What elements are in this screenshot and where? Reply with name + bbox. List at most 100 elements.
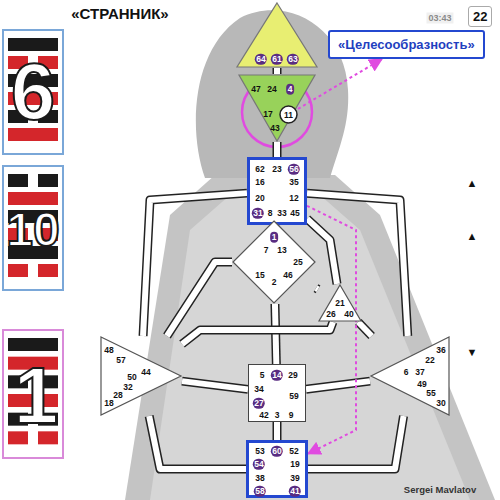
- gate-number: 24: [267, 85, 276, 94]
- throat-center: 622356163520123183345: [247, 157, 307, 225]
- channel-outline: [316, 288, 318, 289]
- hexagram-line: [38, 174, 58, 187]
- gate-number: 39: [290, 474, 299, 483]
- channel-outline: [149, 416, 246, 469]
- gate-number: 36: [436, 346, 445, 355]
- hexagram-line: [8, 174, 28, 187]
- channel-fill: [182, 322, 333, 344]
- gate-number: 64: [255, 54, 267, 65]
- channel-outline: [143, 193, 247, 336]
- channel-fill: [307, 219, 337, 284]
- gate-number: 43: [270, 124, 279, 133]
- gate-number: 32: [123, 383, 132, 392]
- channel: [277, 142, 278, 157]
- channel: [182, 381, 248, 389]
- gate-number: 57: [116, 356, 125, 365]
- gate-number: 2: [272, 278, 277, 287]
- gate-number: 18: [104, 399, 113, 408]
- gate-number: 61: [271, 54, 283, 65]
- gate-number: 55: [426, 389, 435, 398]
- arrow-mark: ▲: [467, 231, 478, 242]
- gate-number: 9: [289, 411, 294, 420]
- time-stamp: 03:43: [426, 13, 453, 24]
- gate-number: 46: [283, 271, 292, 280]
- gate-number: 17: [263, 110, 272, 119]
- gate-number: 23: [272, 165, 281, 174]
- gate-number: 33: [277, 209, 286, 218]
- hexagram-line: [8, 38, 58, 51]
- icon-frame: [3, 330, 63, 458]
- hexagram-line: [8, 338, 58, 351]
- gate-number: 4: [286, 84, 294, 95]
- pointer-line: [307, 206, 356, 454]
- arrow-mark: ▼: [467, 347, 478, 358]
- channel-outline: [182, 322, 333, 344]
- pointer-path: [307, 206, 356, 454]
- channel: [307, 193, 408, 336]
- callout-box: «Целесообразность»: [328, 30, 485, 59]
- body-shade: [150, 195, 470, 500]
- sacral-center: 514293459274239: [248, 364, 306, 422]
- gate-number: 40: [344, 310, 353, 319]
- gate-number: 19: [290, 460, 299, 469]
- gate-number: 28: [113, 391, 122, 400]
- root-center: 536052541938395841: [246, 440, 308, 498]
- channel-outline: [306, 381, 370, 389]
- gate-circle: 11: [279, 105, 298, 124]
- channel: [182, 322, 333, 344]
- gate-number: 29: [288, 371, 297, 380]
- channel-fill: [306, 381, 370, 389]
- g-center: 17132515246: [232, 220, 316, 304]
- gate-number: 63: [287, 54, 299, 65]
- gate-number: 27: [253, 398, 265, 409]
- callout-text: «Целесообразность»: [338, 37, 475, 52]
- hexagram-number: 1: [14, 356, 59, 436]
- channel: [307, 219, 337, 284]
- gate-number: 12: [289, 194, 298, 203]
- channel: [316, 288, 318, 289]
- hexagram-number: 6: [11, 52, 56, 132]
- hexagram-line: [38, 264, 58, 277]
- title: «СТРАННИК»: [71, 5, 168, 22]
- gate-number: 6: [404, 368, 409, 377]
- gate-number: 7: [264, 246, 269, 255]
- gate-number: 49: [417, 380, 426, 389]
- gate-number: 25: [293, 258, 302, 267]
- gate-number: 16: [255, 178, 264, 187]
- gate-number: 1: [270, 232, 278, 243]
- channel: [358, 322, 371, 336]
- gate-number: 53: [255, 447, 264, 456]
- channel: [277, 422, 278, 440]
- gate-number: 47: [251, 85, 260, 94]
- gate-number: 5: [260, 371, 265, 380]
- gate-number: 35: [289, 178, 298, 187]
- channel-outline: [307, 193, 408, 336]
- channel: [277, 68, 278, 74]
- channel-fill: [274, 142, 280, 157]
- channel-fill: [307, 193, 408, 336]
- channel: [143, 193, 247, 336]
- hexagram-line: [8, 192, 58, 205]
- gate-number: 62: [255, 165, 264, 174]
- gate-number: 54: [253, 459, 265, 470]
- channel: [306, 381, 370, 389]
- gate-number: 13: [277, 246, 286, 255]
- channel-outline: [167, 262, 232, 336]
- channel-outline: [273, 142, 282, 157]
- gate-number: 58: [254, 486, 266, 497]
- channel-fill: [167, 262, 232, 336]
- body-silhouette: [125, 175, 495, 500]
- channel: [149, 416, 246, 469]
- spleen-center: 48574450322818: [100, 336, 182, 416]
- gate-number: 3: [275, 411, 280, 420]
- icon-frame: [3, 166, 63, 290]
- gate-number: 56: [288, 164, 300, 175]
- arrow-mark: ▲: [467, 178, 478, 189]
- gate-number: 44: [141, 368, 150, 377]
- gate-number: 48: [104, 346, 113, 355]
- gate-number: 30: [436, 399, 445, 408]
- ajna-center: 47 24 4 17 4311: [238, 74, 316, 142]
- gate-number: 26: [326, 310, 335, 319]
- channel-outline: [273, 422, 282, 440]
